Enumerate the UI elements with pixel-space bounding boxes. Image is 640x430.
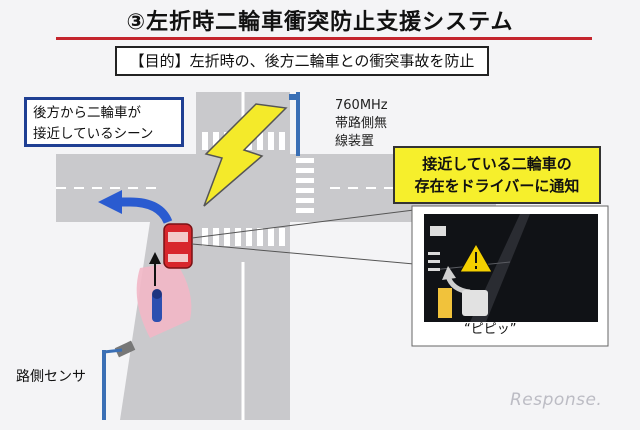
crosswalk-right xyxy=(296,158,314,213)
radio-line2: 帯路側無 xyxy=(335,116,388,131)
scene-label-line1: 後方から二輪車が xyxy=(33,105,141,121)
red-car-icon xyxy=(163,223,193,269)
beep-sound-label: “ピピッ” xyxy=(464,322,517,337)
notify-line1: 接近している二輪車の xyxy=(422,155,572,173)
radio-device-label: 760MHz 帯路側無 線装置 xyxy=(335,97,415,151)
display-car-icon xyxy=(462,290,488,316)
title-underline xyxy=(56,37,592,40)
scene-callout-box: 後方から二輪車が 接近しているシーン xyxy=(24,97,184,147)
left-turn-arrow xyxy=(118,197,173,224)
roadside-sensor-icon xyxy=(114,340,136,358)
roadside-sensor-label: 路側センサ xyxy=(16,369,86,385)
motorcycle-icon xyxy=(152,289,162,322)
driver-notification-box: 接近している二輪車の 存在をドライバーに通知 xyxy=(393,146,601,204)
crosswalk-bottom xyxy=(202,228,285,246)
watermark-logo: Response. xyxy=(510,390,603,410)
display-camera-icon xyxy=(430,226,446,236)
notify-line2: 存在をドライバーに通知 xyxy=(414,177,580,195)
page-title: ③左折時二輪車衝突防止支援システム xyxy=(126,10,514,35)
lightning-signal-icon xyxy=(203,103,288,207)
display-motorcycle-highlight xyxy=(438,288,452,318)
purpose-box: 【目的】左折時の、後方二輪車との衝突事故を防止 xyxy=(115,46,489,76)
radio-line1: 760MHz xyxy=(335,98,388,113)
radio-line3: 線装置 xyxy=(335,134,375,149)
scene-label-line2: 接近しているシーン xyxy=(33,126,154,142)
display-crosswalk xyxy=(428,252,440,271)
sensor-detection-zone xyxy=(136,262,192,338)
